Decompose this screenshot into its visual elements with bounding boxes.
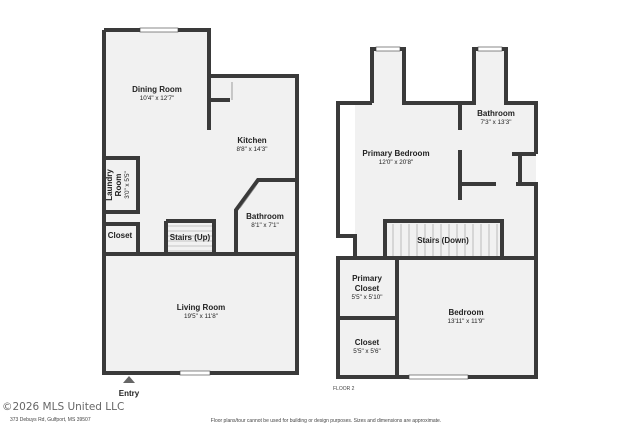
window <box>477 46 503 52</box>
bathroom-2-dim: 7'3" x 13'3" <box>480 119 511 126</box>
laundry-room-name-1: Laundry <box>105 169 114 201</box>
bedroom-dim: 13'11" x 11'9" <box>447 318 484 325</box>
floor-2-walls <box>336 47 538 379</box>
watermark: ©2026 MLS United LLC <box>2 401 124 413</box>
floor-1-walls <box>102 28 299 375</box>
bathroom-1-name: Bathroom <box>246 212 284 221</box>
floor-1-plan <box>102 27 299 383</box>
entry-label: Entry <box>119 389 140 398</box>
living-room-dim: 19'5" x 11'8" <box>184 313 218 320</box>
closet-2-name: Closet <box>355 338 380 347</box>
stairs-up-label: Stairs (Up) <box>170 233 211 242</box>
laundry-room-label: Laundry Room 3'0" x 5'5" <box>105 169 131 201</box>
floor-2-floor <box>338 49 536 377</box>
closet-name: Closet <box>108 231 133 240</box>
primary-closet-name-1: Primary <box>352 274 382 283</box>
floor-2-plan <box>336 46 538 380</box>
window <box>408 374 469 380</box>
stairs-down-treads <box>392 224 498 256</box>
address: 373 Debuys Rd, Gulfport, MS 39507 <box>10 417 91 423</box>
bathroom-1-dim: 8'1" x 7'1" <box>251 222 279 229</box>
disclaimer: Floor plans/tour cannot be used for buil… <box>211 418 441 424</box>
closet-2-dim: 5'5" x 5'6" <box>353 348 381 355</box>
laundry-room-name-2: Room <box>114 174 123 197</box>
primary-closet-name-2: Closet <box>355 284 380 293</box>
window <box>139 27 179 33</box>
laundry-room-dim: 3'0" x 5'5" <box>124 171 131 199</box>
primary-bedroom-name: Primary Bedroom <box>362 149 429 158</box>
bathroom-2-name: Bathroom <box>477 109 515 118</box>
stairs-up-treads <box>168 225 212 252</box>
dining-room-dim: 10'4" x 12'7" <box>140 95 175 102</box>
living-room-name: Living Room <box>177 303 225 312</box>
floor-2-label: FLOOR 2 <box>333 386 355 392</box>
stairs-down-label: Stairs (Down) <box>417 236 469 245</box>
entry-arrow-icon <box>123 376 135 383</box>
primary-closet-dim: 5'5" x 5'10" <box>351 294 382 301</box>
dining-room-name: Dining Room <box>132 85 182 94</box>
door <box>239 185 257 209</box>
window <box>179 370 211 376</box>
floor-1-floor <box>104 30 297 373</box>
window <box>375 46 401 52</box>
kitchen-name: Kitchen <box>237 136 266 145</box>
bedroom-name: Bedroom <box>448 308 483 317</box>
kitchen-dim: 8'8" x 14'3" <box>236 146 267 153</box>
primary-bedroom-dim: 12'0" x 20'8" <box>379 159 414 166</box>
